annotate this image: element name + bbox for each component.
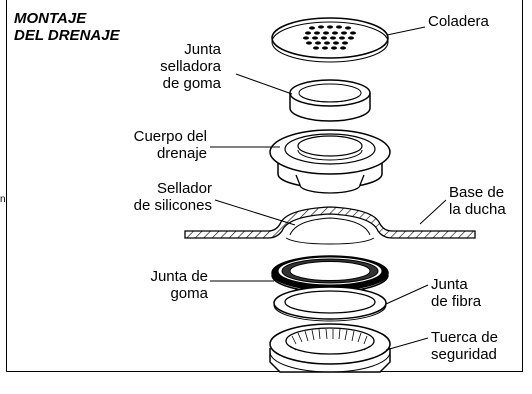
- label-junta-selladora: Junta selladora de goma: [160, 41, 221, 92]
- margin-mark: n: [0, 194, 6, 205]
- rubber-sealing-gasket-part: [289, 79, 371, 122]
- label-sellador: Sellador de silicones: [133, 180, 212, 214]
- leader-lines: [210, 26, 447, 351]
- strainer-part: [271, 17, 389, 63]
- label-junta-fibra: Junta de fibra: [431, 276, 482, 310]
- label-coladera: Coladera: [428, 13, 489, 30]
- label-base-ducha: Base de la ducha: [449, 184, 506, 218]
- diagram-title: MONTAJE DEL DRENAJE: [14, 10, 120, 44]
- lock-nut-part: [269, 323, 391, 373]
- label-cuerpo-drenaje: Cuerpo del drenaje: [133, 128, 207, 162]
- fiber-gasket-part: [273, 286, 387, 322]
- drain-body-part: [269, 129, 391, 194]
- leader-sellador: [214, 199, 296, 226]
- diagram-panel: [6, 0, 523, 372]
- title-line-2: DEL DRENAJE: [14, 27, 120, 44]
- title-line-1: MONTAJE: [14, 10, 87, 27]
- leader-base-ducha: [419, 199, 447, 225]
- label-tuerca: Tuerca de seguridad: [431, 329, 498, 363]
- leader-junta-fibra: [385, 284, 429, 305]
- shower-base-part: [184, 206, 476, 245]
- label-junta-goma: Junta de goma: [150, 268, 208, 302]
- leader-coladera: [386, 26, 426, 36]
- leader-tuerca: [385, 337, 429, 351]
- leader-junta-selladora: [235, 73, 293, 95]
